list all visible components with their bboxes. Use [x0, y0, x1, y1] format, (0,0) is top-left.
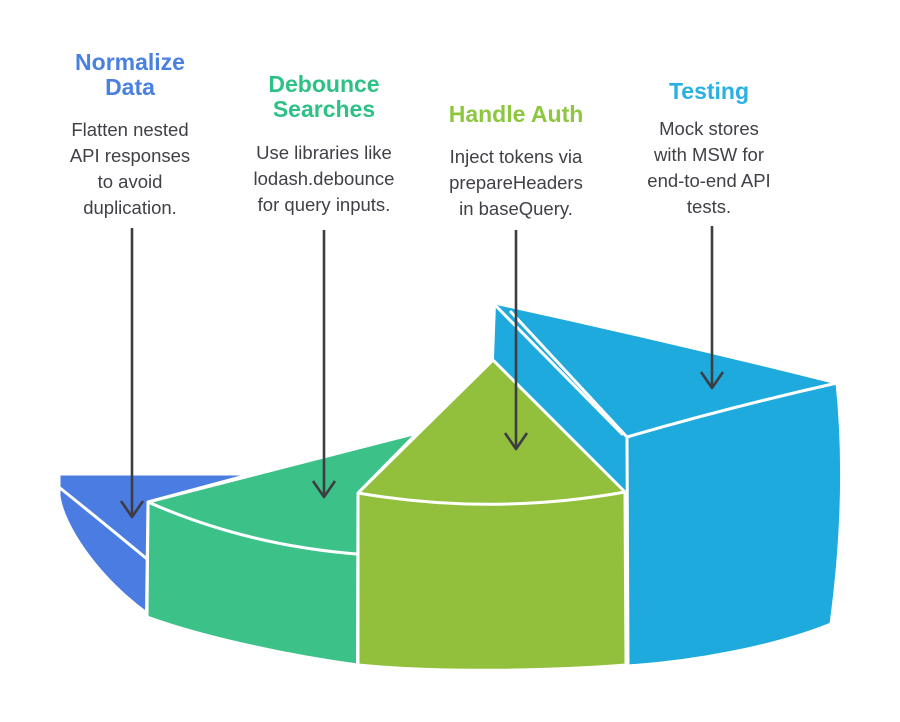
- description-line: Use libraries like: [256, 142, 392, 163]
- description-line: API responses: [69, 145, 191, 166]
- description-line: end-to-end API: [647, 170, 771, 191]
- description-line: tests.: [686, 196, 732, 217]
- description-line: for query inputs.: [257, 194, 391, 215]
- segment-title-line: Searches: [272, 96, 376, 122]
- slice-normalize-data: [57, 472, 254, 615]
- slice-normalize-data-shape: [57, 472, 254, 615]
- slice-testing-edges: [493, 303, 839, 668]
- segment-description: Use libraries like lodash.debounce for q…: [220, 140, 428, 218]
- connector-arrows: [119, 226, 725, 519]
- description-line: in baseQuery.: [459, 198, 573, 219]
- segment-title: Debounce Searches: [220, 72, 428, 122]
- slice-handle-auth-rim: [356, 490, 627, 506]
- description-line: prepareHeaders: [449, 172, 583, 193]
- segment-title-line: Testing: [668, 78, 750, 104]
- segment-title: Normalize Data: [26, 50, 234, 100]
- segment-description: Inject tokens via prepareHeaders in base…: [412, 144, 620, 222]
- down-arrow-icon-testing: [699, 226, 725, 390]
- description-line: Inject tokens via: [449, 146, 583, 167]
- description-line: Mock stores: [659, 118, 759, 139]
- slice-debounce-searches: [145, 431, 419, 667]
- description-line: Flatten nested: [71, 119, 189, 140]
- description-line: duplication.: [83, 197, 177, 218]
- segment-title-line: Handle Auth: [448, 101, 584, 127]
- slice-handle-auth: [356, 358, 628, 672]
- segment-label-testing: Testing: [605, 79, 813, 104]
- segment-label-debounce-searches: Debounce Searches: [220, 72, 428, 122]
- segment-label-normalize-data: Normalize Data: [26, 50, 234, 100]
- down-arrow-icon-handle-auth: [503, 230, 529, 451]
- down-arrow-icon-debounce: [311, 230, 337, 499]
- segment-title-line: Debounce: [268, 71, 380, 97]
- description-line: lodash.debounce: [253, 168, 395, 189]
- slice-debounce-searches-rim: [146, 500, 359, 556]
- description-line: with MSW for: [654, 144, 764, 165]
- segment-title-line: Normalize: [75, 49, 185, 75]
- segment-title: Testing: [605, 79, 813, 104]
- slice-handle-auth-shape: [356, 358, 628, 672]
- segment-title-line: Data: [105, 74, 155, 100]
- segment-title: Handle Auth: [412, 102, 620, 127]
- segment-description: Mock stores with MSW for end-to-end API …: [605, 116, 813, 220]
- slice-debounce-searches-shape: [145, 431, 419, 667]
- segment-label-handle-auth: Handle Auth: [412, 102, 620, 127]
- slice-normalize-data-rim: [58, 486, 149, 561]
- segment-description: Flatten nested API responses to avoid du…: [26, 117, 234, 221]
- description-line: to avoid: [97, 171, 163, 192]
- down-arrow-icon-normalize: [119, 228, 145, 519]
